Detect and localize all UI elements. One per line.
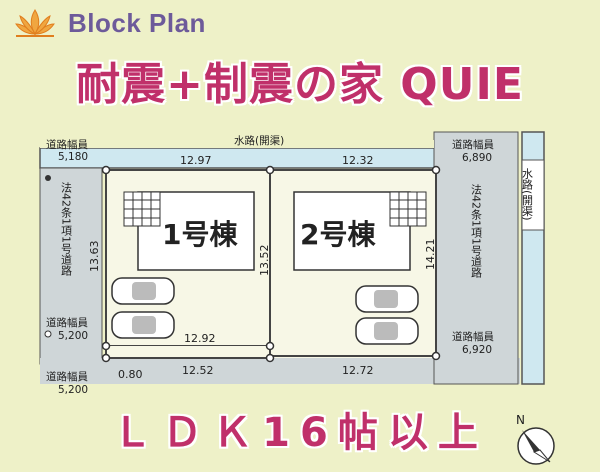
dim-top-left: 12.97: [180, 154, 212, 167]
right-road: [433, 131, 519, 385]
road-width-top-right-label: 道路幅員: [452, 138, 494, 151]
dim-corner-gap: 0.80: [118, 368, 143, 381]
parking-car-1: [111, 277, 175, 305]
marker-icon: [45, 175, 51, 181]
waterway-right-label: 水路(開渠): [521, 168, 534, 221]
road-width-top-left-label: 道路幅員: [46, 138, 88, 151]
dim-middle: 13.52: [258, 245, 271, 277]
ldk-headline: ＬＤＫ16帖以上: [112, 410, 488, 456]
balcony-grid-1: [123, 191, 161, 227]
left-road: [39, 167, 103, 365]
waterway-top-label: 水路(開渠): [234, 134, 284, 147]
road-width-mid-left-label: 道路幅員: [46, 316, 88, 329]
parking-car-3: [355, 285, 419, 313]
right-road-label: 法42条1項1号道路: [470, 183, 483, 279]
block-plan-header: Block Plan: [68, 8, 206, 38]
waterway-top: [39, 147, 461, 169]
road-width-mid-left-value: 5,200: [58, 330, 88, 342]
dim-bottom-right: 12.72: [342, 364, 374, 377]
dim-left-side: 13.63: [88, 241, 101, 273]
road-width-bottom-right-value: 6,920: [462, 344, 492, 356]
road-width-top-left-value: 5,180: [58, 151, 88, 163]
left-road-label: 法42条1項1号道路: [60, 181, 73, 277]
compass-label: N: [516, 413, 525, 427]
dim-inner-bottom-left: 12.92: [184, 332, 216, 345]
road-width-bottom-left-value: 5,200: [58, 384, 88, 396]
page-title: 耐震+制震の家 QUIE: [76, 59, 524, 110]
dim-bottom-left: 12.52: [182, 364, 214, 377]
lot-2-label: 2号棟: [300, 218, 376, 251]
compass-icon: [517, 427, 555, 465]
road-width-bottom-right-label: 道路幅員: [452, 330, 494, 343]
dim-right-side: 14.21: [424, 239, 437, 271]
lotus-logo-icon: [15, 9, 55, 37]
parking-car-2: [111, 311, 175, 339]
road-width-top-right-value: 6,890: [462, 152, 492, 164]
road-width-bottom-left-label: 道路幅員: [46, 370, 88, 383]
marker-icon: [44, 330, 52, 338]
lot-1-label: 1号棟: [162, 218, 238, 251]
dim-top-right: 12.32: [342, 154, 374, 167]
balcony-grid-2: [389, 191, 427, 227]
parking-car-4: [355, 317, 419, 345]
